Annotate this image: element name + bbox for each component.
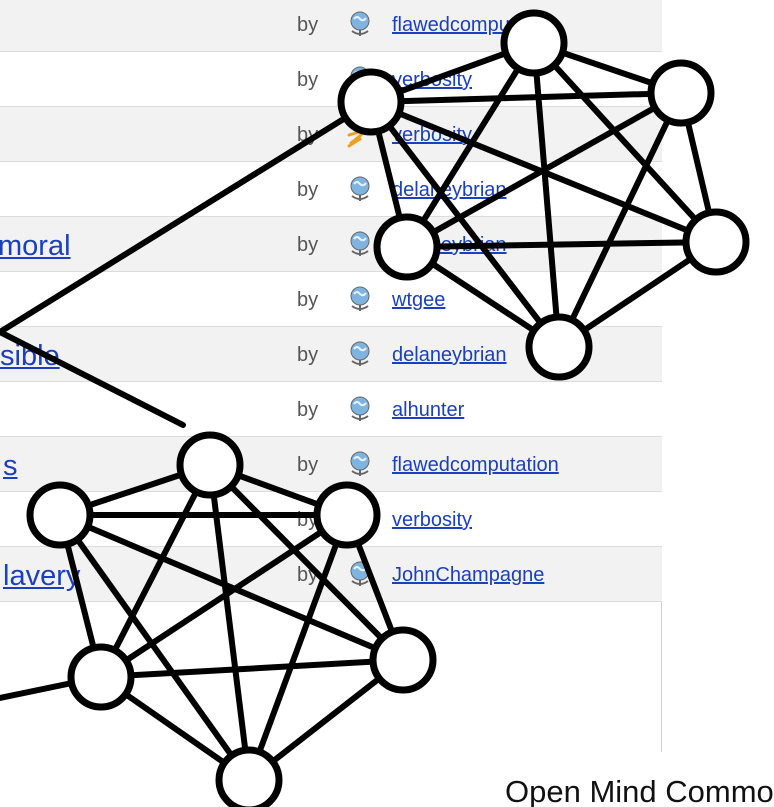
- cluster-b-node: [176, 431, 244, 499]
- by-label: by: [297, 14, 319, 36]
- cluster-a-node: [647, 59, 715, 127]
- cluster-a-edge: [531, 40, 719, 245]
- row-title-link[interactable]: moral: [0, 230, 71, 262]
- cluster-a-node: [500, 9, 568, 77]
- globe-avatar-icon: [345, 284, 375, 314]
- row-title-link[interactable]: s: [3, 450, 18, 482]
- cluster-a-node: [373, 213, 441, 281]
- cluster-a-edge: [368, 90, 684, 105]
- cluster-a-edge: [368, 99, 562, 350]
- username-link[interactable]: verbosity: [392, 509, 473, 531]
- globe-avatar-icon: [345, 559, 375, 589]
- username-link[interactable]: alhunter: [392, 399, 465, 421]
- cluster-a-node: [682, 208, 750, 276]
- cluster-a-edge: [531, 40, 562, 350]
- cluster-a-edge: [556, 90, 684, 350]
- globe-avatar-icon: [345, 449, 375, 479]
- username-link[interactable]: verbosity: [392, 124, 473, 146]
- globe-avatar-icon: [345, 9, 375, 39]
- cluster-a-edge: [404, 239, 719, 250]
- by-label: by: [297, 179, 319, 201]
- by-label: by: [297, 399, 319, 421]
- by-label: by: [297, 234, 319, 256]
- globe-avatar-icon: [345, 394, 375, 424]
- username-link[interactable]: delaneybrian: [392, 179, 507, 201]
- cluster-b-edge: [246, 512, 350, 783]
- by-label: by: [297, 69, 319, 91]
- cluster-b-edge: [98, 657, 406, 680]
- username-link[interactable]: delaneybrian: [392, 344, 507, 366]
- cluster-b-node: [215, 746, 283, 807]
- by-label: by: [297, 289, 319, 311]
- cluster-b-edge: [98, 512, 350, 680]
- cluster-b-node: [26, 481, 94, 549]
- username-link[interactable]: JohnChampagne: [392, 564, 545, 586]
- cluster-b-edge: [57, 512, 252, 783]
- cluster-b-edge: [98, 462, 213, 680]
- by-label: by: [297, 454, 319, 476]
- globe-avatar-icon: [345, 339, 375, 369]
- cluster-b-node: [369, 626, 437, 694]
- row-title-link[interactable]: lavery: [3, 560, 81, 592]
- cluster-a-node: [525, 313, 593, 381]
- globe-avatar-icon: [345, 174, 375, 204]
- username-link[interactable]: wtgee: [392, 289, 446, 311]
- table-row: s by flawedcomputation: [0, 437, 662, 492]
- bridge-edge: [0, 329, 186, 428]
- cluster-b-node: [67, 643, 135, 711]
- by-label: by: [297, 344, 319, 366]
- username-link[interactable]: flawedcomputation: [392, 454, 559, 476]
- cluster-a-node: [337, 68, 405, 136]
- cluster-b-node: [313, 481, 381, 549]
- globe-avatar-icon: [345, 229, 375, 259]
- contributor-table: byflawedcomputationbyverbositybyverbosit…: [0, 0, 662, 752]
- caption: Open Mind Common Sense: [505, 774, 774, 807]
- table-row: by delaneybrian: [0, 162, 662, 217]
- bridge-edge: [0, 99, 374, 335]
- cluster-b-edge: [207, 462, 406, 663]
- cluster-a-edge: [368, 99, 719, 245]
